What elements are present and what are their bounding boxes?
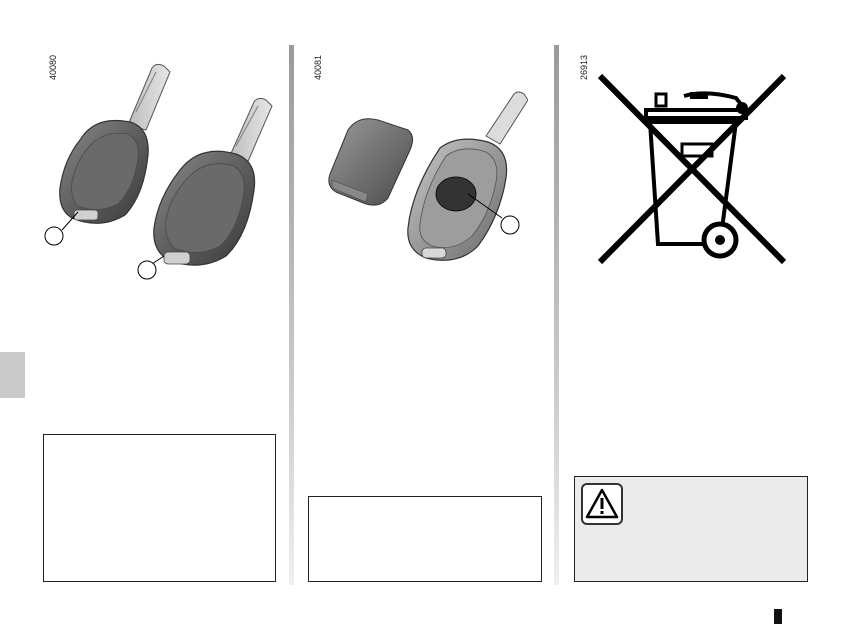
note-box-middle [308, 496, 542, 582]
key-2 [153, 97, 273, 266]
battery-replacement-illustration [328, 91, 528, 261]
callout-circle-2 [137, 260, 157, 280]
key-shell-open [407, 138, 508, 261]
battery [435, 176, 477, 212]
callout-circle-battery [500, 215, 520, 235]
figure-code-right: 26913 [579, 54, 589, 80]
warning-icon-frame [581, 483, 623, 525]
key-illustration [44, 63, 273, 280]
key-1 [59, 63, 171, 224]
key-cover [328, 118, 414, 206]
crossed-out-wheelie-bin-icon [597, 73, 787, 265]
chapter-side-tab [0, 352, 25, 398]
column-divider-2 [554, 45, 559, 585]
warning-box [574, 476, 808, 582]
page-marker [774, 609, 782, 624]
warning-triangle-icon [585, 488, 619, 519]
figure-code-middle: 40081 [313, 54, 323, 80]
callout-circle-1 [44, 226, 64, 246]
column-divider-1 [289, 45, 294, 585]
note-box-left [43, 434, 276, 582]
